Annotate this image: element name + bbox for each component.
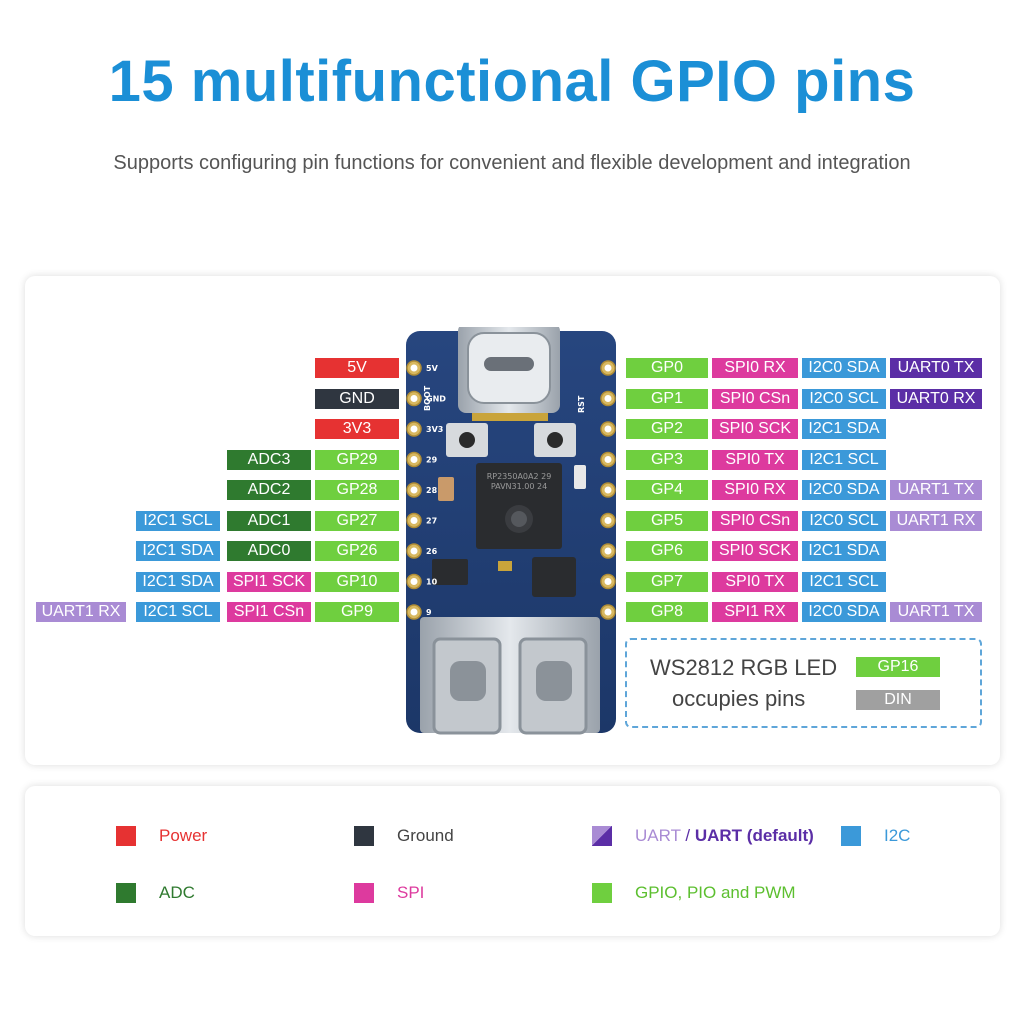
pin-label-left-5v: 5V — [315, 358, 399, 378]
legend-spi-swatch — [354, 883, 374, 903]
legend-i2c-swatch — [841, 826, 861, 846]
pin-label-right-i2c0-sda: I2C0 SDA — [802, 358, 886, 378]
pin-label-right-i2c0-scl: I2C0 SCL — [802, 510, 886, 531]
legend-uart-swatch — [592, 826, 612, 846]
pin-label-right-uart1-rx: UART1 RX — [890, 510, 982, 531]
silk-pin-label: 10 — [426, 578, 438, 587]
pin-label-left-gp10: GP10 — [315, 571, 399, 592]
pin-label-left-adc0: ADC0 — [227, 541, 311, 561]
pin-label-left-gp9: GP9 — [315, 602, 399, 622]
chip-marking-1: RP2350A0A2 29 — [487, 472, 552, 481]
pin-label-right-gp2: GP2 — [626, 419, 708, 439]
pin-label-right-i2c1-sda: I2C1 SDA — [802, 419, 886, 439]
legend-ground-swatch — [354, 826, 374, 846]
pin-label-left-gp26: GP26 — [315, 541, 399, 561]
silk-boot: BOOT — [423, 385, 432, 411]
pin-label-left-i2c1-sda: I2C1 SDA — [136, 541, 220, 561]
pin-label-left-adc3: ADC3 — [227, 449, 311, 470]
silk-pin-label: 3V3 — [426, 425, 443, 434]
pin-label-right-i2c1-scl: I2C1 SCL — [802, 571, 886, 592]
legend-ground-label: Ground — [397, 826, 454, 845]
silk-rst: RST — [577, 395, 586, 413]
pin-label-right-spi0-sck: SPI0 SCK — [712, 541, 798, 561]
pin-label-right-gp5: GP5 — [626, 510, 708, 531]
legend-i2c-label: I2C — [884, 826, 911, 845]
silk-pin-label: GND — [426, 395, 446, 404]
pin-label-left-i2c1-scl: I2C1 SCL — [136, 602, 220, 622]
pin-label-left-spi1-sck: SPI1 SCK — [227, 571, 311, 592]
pin-label-right-i2c0-sda: I2C0 SDA — [802, 480, 886, 500]
legend-gpio-label: GPIO, PIO and PWM — [635, 883, 796, 902]
legend-power-label: Power — [159, 826, 208, 845]
legend-uart-text: UART — [635, 826, 681, 845]
pin-label-right-spi0-tx: SPI0 TX — [712, 571, 798, 592]
pin-label-left-3v3: 3V3 — [315, 419, 399, 439]
pin-label-left-gp29: GP29 — [315, 449, 399, 470]
silk-pin-label: 26 — [426, 547, 438, 556]
pin-label-right-i2c1-scl: I2C1 SCL — [802, 449, 886, 470]
pin-label-right-spi0-sck: SPI0 SCK — [712, 419, 798, 439]
pin-label-right-i2c1-sda: I2C1 SDA — [802, 541, 886, 561]
legend-uart-label: UART / UART (default) — [635, 826, 814, 846]
pin-label-right-spi0-csn: SPI0 CSn — [712, 388, 798, 409]
pin-label-right-uart0-tx: UART0 TX — [890, 358, 982, 378]
pin-label-right-spi0-tx: SPI0 TX — [712, 449, 798, 470]
silk-pin-label: 5V — [426, 364, 439, 373]
ws2812-box — [625, 638, 982, 728]
pin-label-left-gnd: GND — [315, 388, 399, 409]
board-illustration: RP2350A0A2 29 PAVN31.00 24 5V GND 3V3 29 28 2… — [406, 327, 616, 735]
silk-pin-label: 28 — [426, 486, 438, 495]
pin-label-right-spi0-rx: SPI0 RX — [712, 480, 798, 500]
legend-power-swatch — [116, 826, 136, 846]
pin-label-right-gp7: GP7 — [626, 571, 708, 592]
pin-label-left-i2c1-sda: I2C1 SDA — [136, 571, 220, 592]
pin-label-right-gp3: GP3 — [626, 449, 708, 470]
pin-label-right-gp4: GP4 — [626, 480, 708, 500]
legend-gpio-swatch — [592, 883, 612, 903]
pin-label-right-i2c0-sda: I2C0 SDA — [802, 602, 886, 622]
silk-pin-label: 9 — [426, 608, 432, 617]
pin-label-right-gp8: GP8 — [626, 602, 708, 622]
page-subtitle: Supports configuring pin functions for c… — [113, 152, 911, 174]
legend-card — [25, 786, 1000, 936]
pin-label-right-uart1-tx: UART1 TX — [890, 602, 982, 622]
legend-uart-default-text: UART (default) — [694, 826, 814, 845]
pin-label-right-spi0-rx: SPI0 RX — [712, 358, 798, 378]
pin-label-left-uart1-rx: UART1 RX — [36, 602, 126, 622]
pin-label-left-adc1: ADC1 — [227, 510, 311, 531]
ws2812-title: WS2812 RGB LED — [650, 655, 838, 680]
pin-label-right-spi1-rx: SPI1 RX — [712, 602, 798, 622]
silk-pin-label: 29 — [426, 456, 438, 465]
pin-label-left-i2c1-scl: I2C1 SCL — [136, 510, 220, 531]
legend-uart-sep: / — [680, 826, 695, 845]
page-title: 15 multifunctional GPIO pins — [108, 49, 916, 114]
chip-marking-2: PAVN31.00 24 — [491, 482, 547, 491]
pin-label-right-uart1-tx: UART1 TX — [890, 480, 982, 500]
pin-label-left-spi1-csn: SPI1 CSn — [227, 602, 311, 622]
pin-label-right-spi0-csn: SPI0 CSn — [712, 510, 798, 531]
pin-label-left-gp28: GP28 — [315, 480, 399, 500]
silk-pin-label: 27 — [426, 517, 437, 526]
pin-label-right-gp1: GP1 — [626, 388, 708, 409]
pin-label-left-adc2: ADC2 — [227, 480, 311, 500]
pin-label-right-gp0: GP0 — [626, 358, 708, 378]
ws2812-din: DIN — [856, 690, 940, 710]
legend-adc-label: ADC — [159, 883, 195, 902]
legend-spi-label: SPI — [397, 883, 425, 902]
pin-label-left-gp27: GP27 — [315, 510, 399, 531]
ws2812-subtitle: occupies pins — [672, 686, 806, 711]
legend-adc-swatch — [116, 883, 136, 903]
pin-label-right-i2c0-scl: I2C0 SCL — [802, 388, 886, 409]
ws2812-gp16: GP16 — [856, 657, 940, 677]
pin-label-right-gp6: GP6 — [626, 541, 708, 561]
pin-label-right-uart0-rx: UART0 RX — [890, 388, 982, 409]
